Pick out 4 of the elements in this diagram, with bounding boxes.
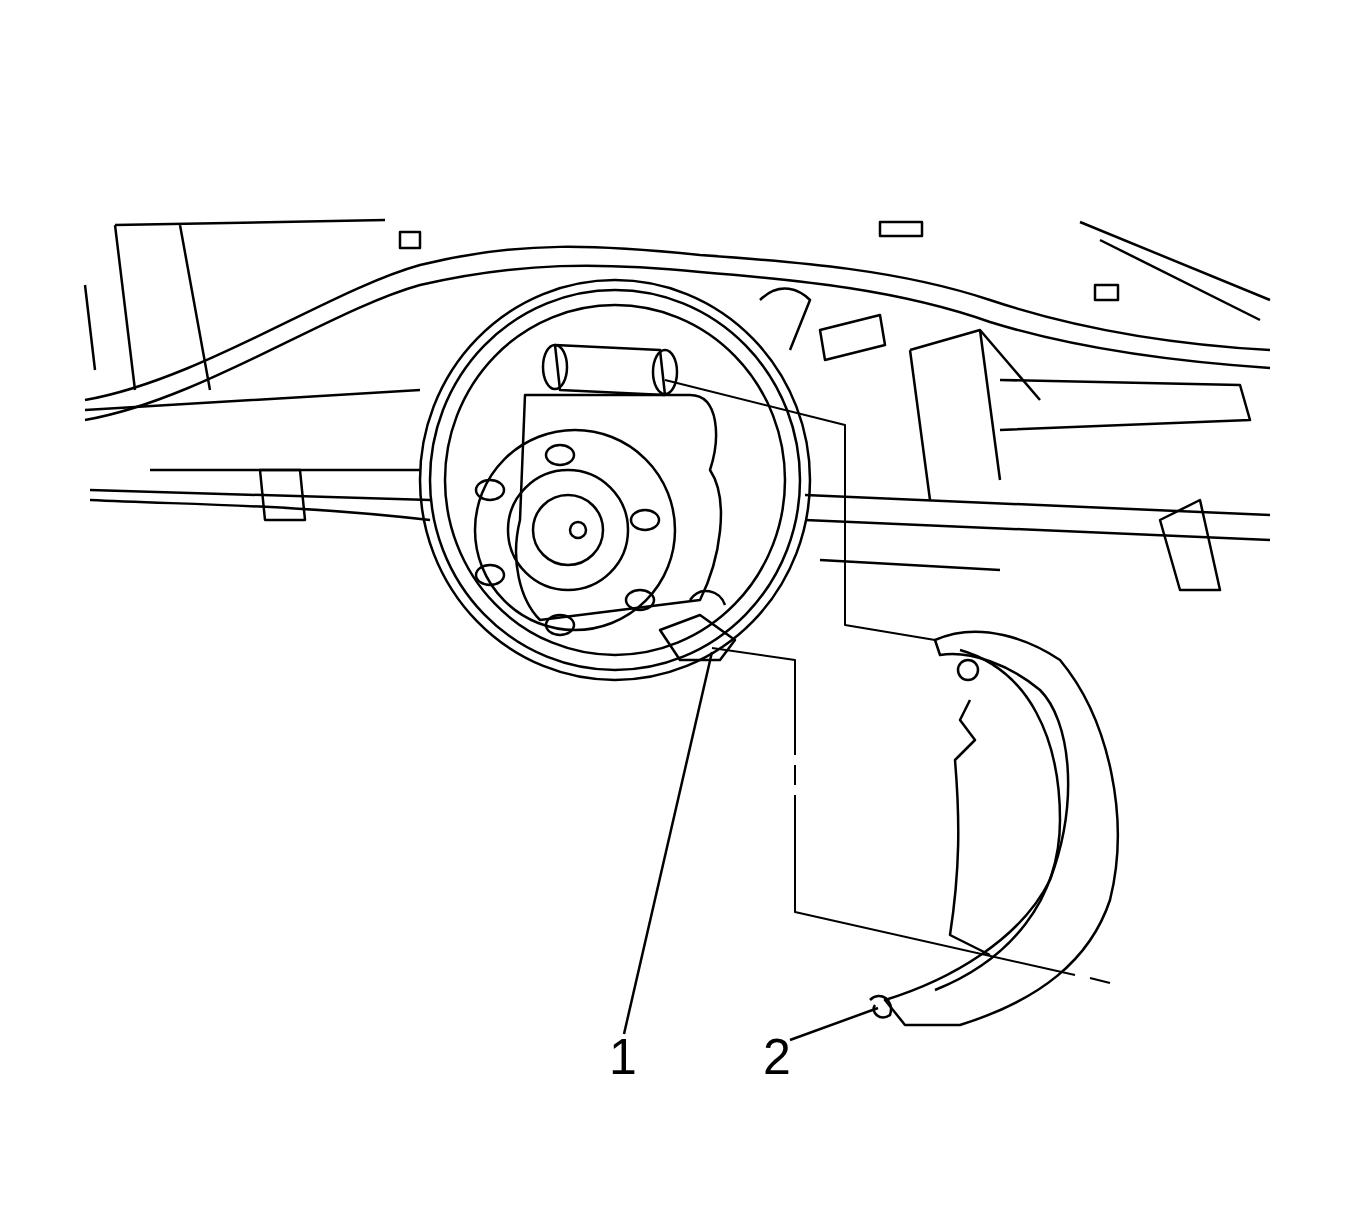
- callout-number: 2: [752, 1032, 802, 1082]
- callout-number: 1: [598, 1032, 648, 1082]
- leader-line: [789, 1006, 879, 1042]
- leader-line: [622, 651, 714, 1035]
